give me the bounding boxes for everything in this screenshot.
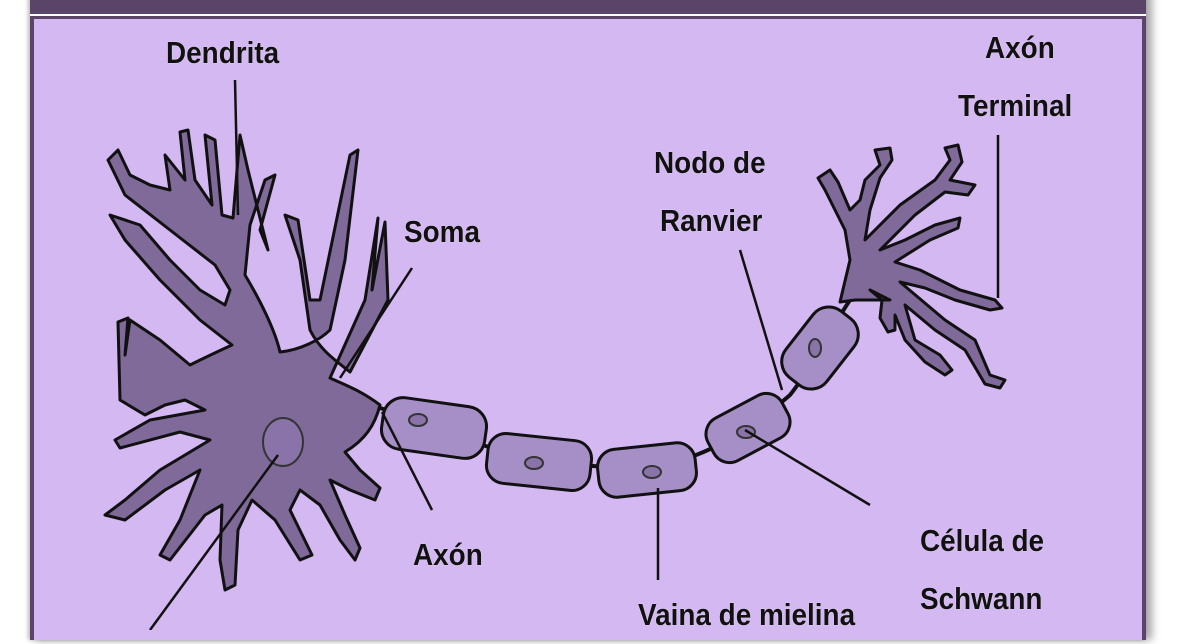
leader-nodo-ranvier: [738, 249, 784, 391]
label-vaina: Vaina de mielina: [638, 597, 856, 632]
schwann-nucleus: [408, 413, 428, 427]
schwann-nucleus: [642, 465, 662, 479]
label-nodo-line1: Nodo de: [654, 145, 766, 180]
leader-nucleus: [148, 454, 280, 630]
panel-top-border: [30, 0, 1146, 16]
label-axon: Axón: [413, 537, 483, 572]
leader-dendrita: [233, 79, 240, 216]
label-soma: Soma: [404, 214, 480, 249]
myelin-sheath: [379, 305, 860, 499]
schwann-nucleus: [524, 456, 544, 470]
label-nodo-line2: Ranvier: [660, 203, 763, 238]
axon-terminal-branches: [816, 143, 1007, 390]
label-celula-line1: Célula de: [920, 523, 1045, 558]
label-dendrita: Dendrita: [166, 35, 280, 70]
neuron-soma-dendrites: [103, 128, 390, 592]
leader-soma: [338, 267, 414, 379]
nucleus: [262, 417, 304, 467]
label-axon-terminal-line2: Terminal: [958, 88, 1073, 123]
panel-top-divider: [34, 16, 1142, 19]
label-axon-terminal-line1: Axón: [985, 30, 1055, 65]
schwann-cell-1: [379, 396, 489, 460]
leader-axon: [380, 411, 434, 511]
label-celula-line2: Schwann: [920, 581, 1043, 616]
neuron-diagram: [103, 79, 1007, 630]
schwann-nucleus: [808, 338, 822, 358]
leader-celula-schwann: [744, 428, 871, 507]
